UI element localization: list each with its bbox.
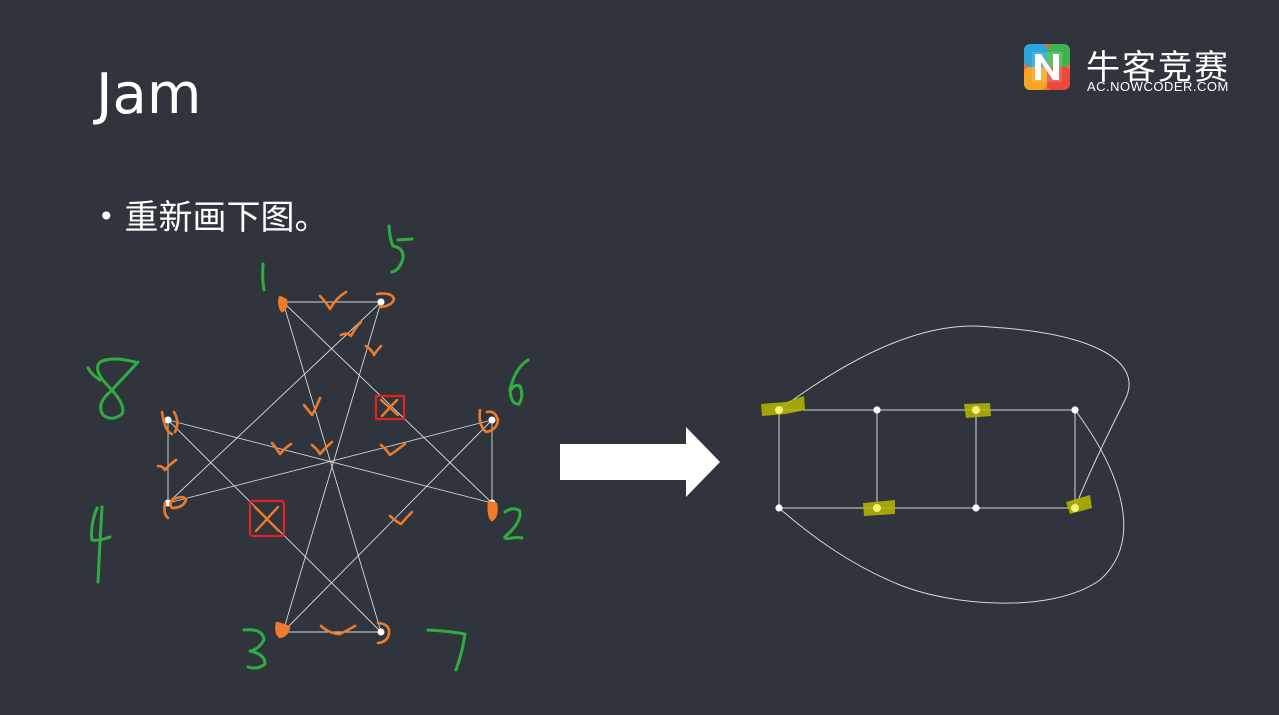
- vertex-8: [164, 416, 172, 424]
- vertex-5: [377, 298, 385, 306]
- label-4: [90, 505, 112, 584]
- label-1: [261, 262, 266, 292]
- green-vertex-labels: [86, 224, 530, 672]
- label-5: [387, 224, 414, 274]
- yellow-highlights: [761, 396, 1092, 516]
- nowcoder-logo-icon: [1024, 44, 1070, 90]
- bullet-text: 重新画下图。: [124, 198, 329, 238]
- label-6: [508, 358, 530, 406]
- vertex-7: [377, 628, 385, 636]
- logo-name: 牛客竞赛: [1086, 48, 1230, 88]
- orange-annotations: [156, 290, 500, 645]
- vertex-6: [488, 416, 496, 424]
- left-graph-edges: [167, 301, 493, 633]
- right-graph-vertices: [775, 406, 1079, 512]
- red-cross-boxes: [248, 394, 406, 538]
- transform-arrow: [560, 427, 720, 497]
- label-7: [426, 628, 467, 672]
- logo-url: AC.NOWCODER.COM: [1087, 79, 1229, 94]
- label-3: [242, 628, 267, 670]
- bullet-dot: •: [98, 200, 115, 233]
- bullet-item: • 重新画下图。: [98, 190, 329, 239]
- label-2: [503, 507, 524, 540]
- slide-title: Jam: [96, 62, 202, 127]
- nowcoder-logo: 牛客竞赛 AC.NOWCODER.COM: [1022, 40, 1252, 96]
- label-8: [86, 357, 140, 420]
- right-graph-edges: [778, 325, 1130, 604]
